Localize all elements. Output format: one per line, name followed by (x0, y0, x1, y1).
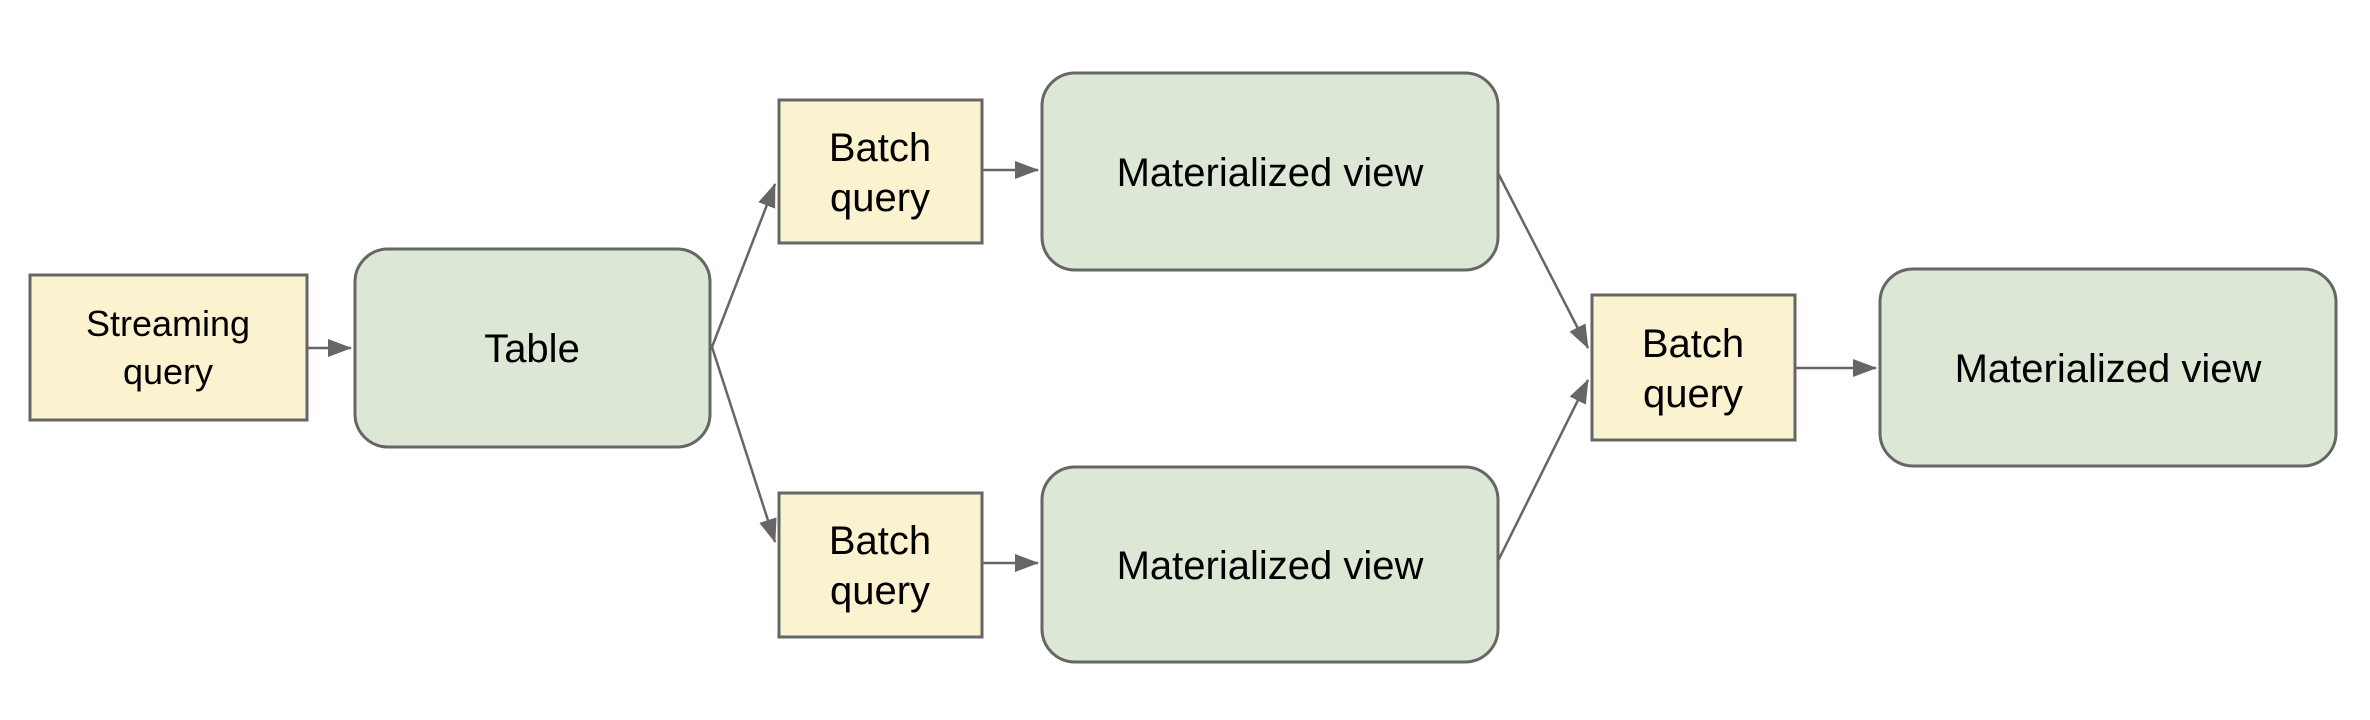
edge-table-to-batch-query-top (710, 183, 777, 348)
materialized-view-top-label: Materialized view (1117, 151, 1424, 195)
materialized-view-bottom-box (1040, 465, 1500, 664)
node-batch-query-bottom: Batch query (777, 491, 984, 639)
node-materialized-view-bottom: Materialized view (1040, 465, 1500, 664)
materialized-view-right-label: Materialized view (1955, 347, 2262, 391)
node-batch-query-top: Batch query (777, 98, 984, 245)
edge-materialized-view-top-to-batch-query-right (1496, 172, 1590, 349)
node-table: Table (353, 247, 712, 449)
batch-query-right-label-line2: query (1643, 372, 1743, 416)
batch-query-bottom-box (777, 491, 984, 639)
materialized-view-top-box (1040, 71, 1500, 272)
node-batch-query-right: Batch query (1590, 293, 1797, 442)
batch-query-right-box (1590, 293, 1797, 442)
edges (307, 161, 1877, 572)
streaming-query-label-line2: query (123, 351, 213, 392)
streaming-query-box (28, 273, 309, 422)
batch-query-bottom-label-line2: query (830, 569, 930, 613)
batch-query-right-label-line1: Batch (1642, 322, 1744, 366)
materialized-view-bottom-label: Materialized view (1117, 544, 1424, 588)
node-materialized-view-right: Materialized view (1878, 267, 2338, 468)
streaming-query-label-line1: Streaming (86, 303, 250, 344)
batch-query-bottom-label-line1: Batch (829, 519, 931, 563)
node-materialized-view-top: Materialized view (1040, 71, 1500, 272)
batch-query-top-box (777, 98, 984, 245)
edge-table-to-batch-query-bottom (710, 346, 777, 543)
materialized-view-right-box (1878, 267, 2338, 468)
edge-materialized-view-bottom-to-batch-query-right (1496, 379, 1590, 562)
batch-query-top-label-line2: query (830, 176, 930, 220)
table-label: Table (484, 327, 580, 371)
table-box (353, 247, 712, 449)
batch-query-top-label-line1: Batch (829, 126, 931, 170)
node-streaming-query: Streaming query (28, 273, 309, 422)
